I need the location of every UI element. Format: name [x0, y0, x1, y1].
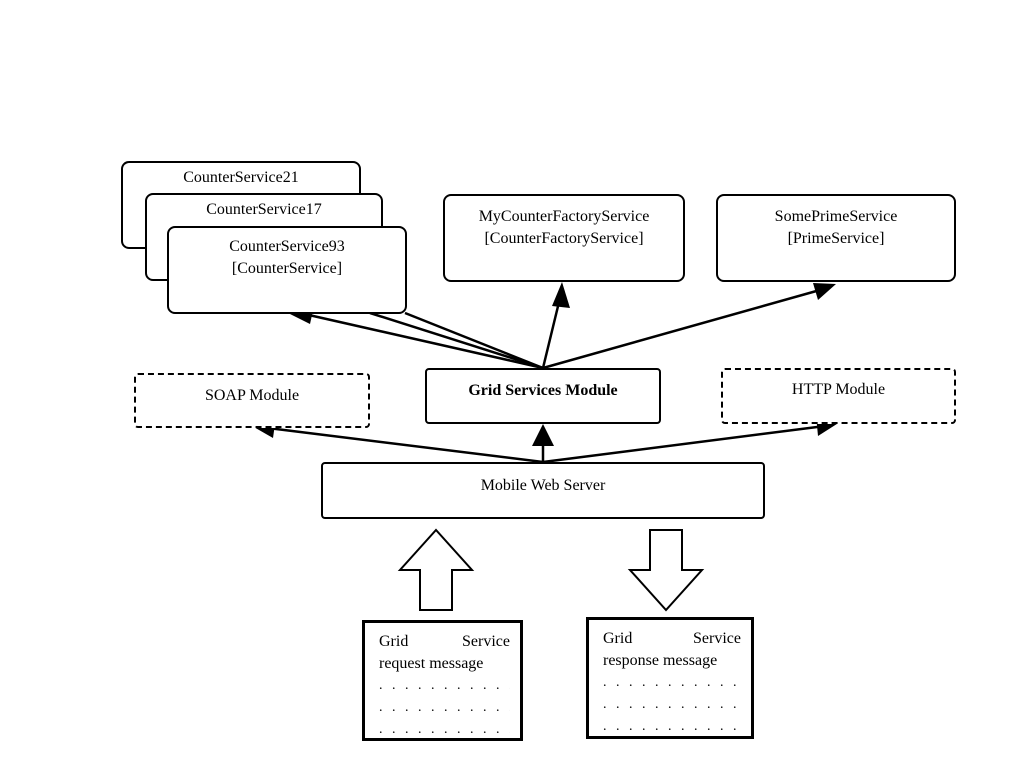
counter-service-93-box: CounterService93 [CounterService] — [167, 226, 407, 314]
arrow-to-counter-b — [369, 311, 544, 370]
request-block-arrow — [397, 528, 475, 611]
request-word-grid: Grid — [379, 633, 409, 650]
prime-service-box: SomePrimeService [PrimeService] — [716, 194, 956, 282]
grid-service-response-message: Grid Service response message . . . . . … — [586, 617, 754, 739]
response-subtitle: response message — [603, 652, 718, 669]
grid-services-module-label: Grid Services Module — [468, 382, 618, 399]
request-dots-line-1: . . . . . . . . . . . . . — [379, 678, 510, 693]
counter-service-93-type: [CounterService] — [231, 260, 343, 277]
request-heading-row: Grid Service — [379, 631, 510, 653]
mobile-web-server-label: Mobile Web Server — [480, 476, 606, 494]
grid-services-module-box: Grid Services Module — [425, 368, 661, 424]
request-subtitle: request message — [379, 655, 484, 672]
response-dots-line-1: . . . . . . . . . . . . . — [603, 675, 741, 690]
http-module-box: HTTP Module — [721, 368, 956, 424]
arrowhead-factory — [552, 282, 570, 308]
counter-service-21-label: CounterService21 — [183, 169, 299, 186]
arrow-to-soap — [267, 426, 544, 464]
arrow-to-factory — [541, 297, 562, 369]
prime-service-type: [PrimeService] — [787, 230, 885, 247]
arrowhead-grid — [532, 424, 554, 446]
arrow-to-http — [542, 424, 826, 464]
arrow-to-counter-c — [404, 311, 544, 370]
counter-service-17-label: CounterService17 — [206, 201, 322, 218]
response-dots-line-2: . . . . . . . . . . . . . — [603, 697, 741, 712]
response-word-grid: Grid — [603, 630, 633, 647]
arrow-to-counter-a — [299, 311, 544, 370]
soap-module-label: SOAP Module — [204, 386, 300, 404]
grid-service-request-message: Grid Service request message . . . . . .… — [362, 620, 523, 741]
counter-factory-service-label: MyCounterFactoryService — [478, 208, 650, 225]
response-block-arrow — [627, 529, 705, 612]
response-heading-row: Grid Service — [603, 628, 741, 650]
arrow-to-prime — [542, 288, 821, 370]
mobile-web-server-box: Mobile Web Server — [321, 462, 765, 519]
request-dots-line-3: . . . . . . . . . . . . . — [379, 722, 510, 737]
counter-service-93-label: CounterService93 — [229, 238, 345, 255]
counter-factory-service-type: [CounterFactoryService] — [484, 230, 644, 247]
soap-module-box: SOAP Module — [134, 373, 370, 428]
request-word-service: Service — [462, 633, 510, 650]
counter-factory-service-box: MyCounterFactoryService [CounterFactoryS… — [443, 194, 685, 282]
response-word-service: Service — [693, 630, 741, 647]
prime-service-label: SomePrimeService — [774, 208, 898, 225]
request-dots-line-2: . . . . . . . . . . . . . — [379, 700, 510, 715]
arrowhead-prime — [813, 283, 836, 300]
http-module-label: HTTP Module — [791, 381, 886, 398]
response-dots-line-3: . . . . . . . . . . . . . — [603, 719, 741, 734]
